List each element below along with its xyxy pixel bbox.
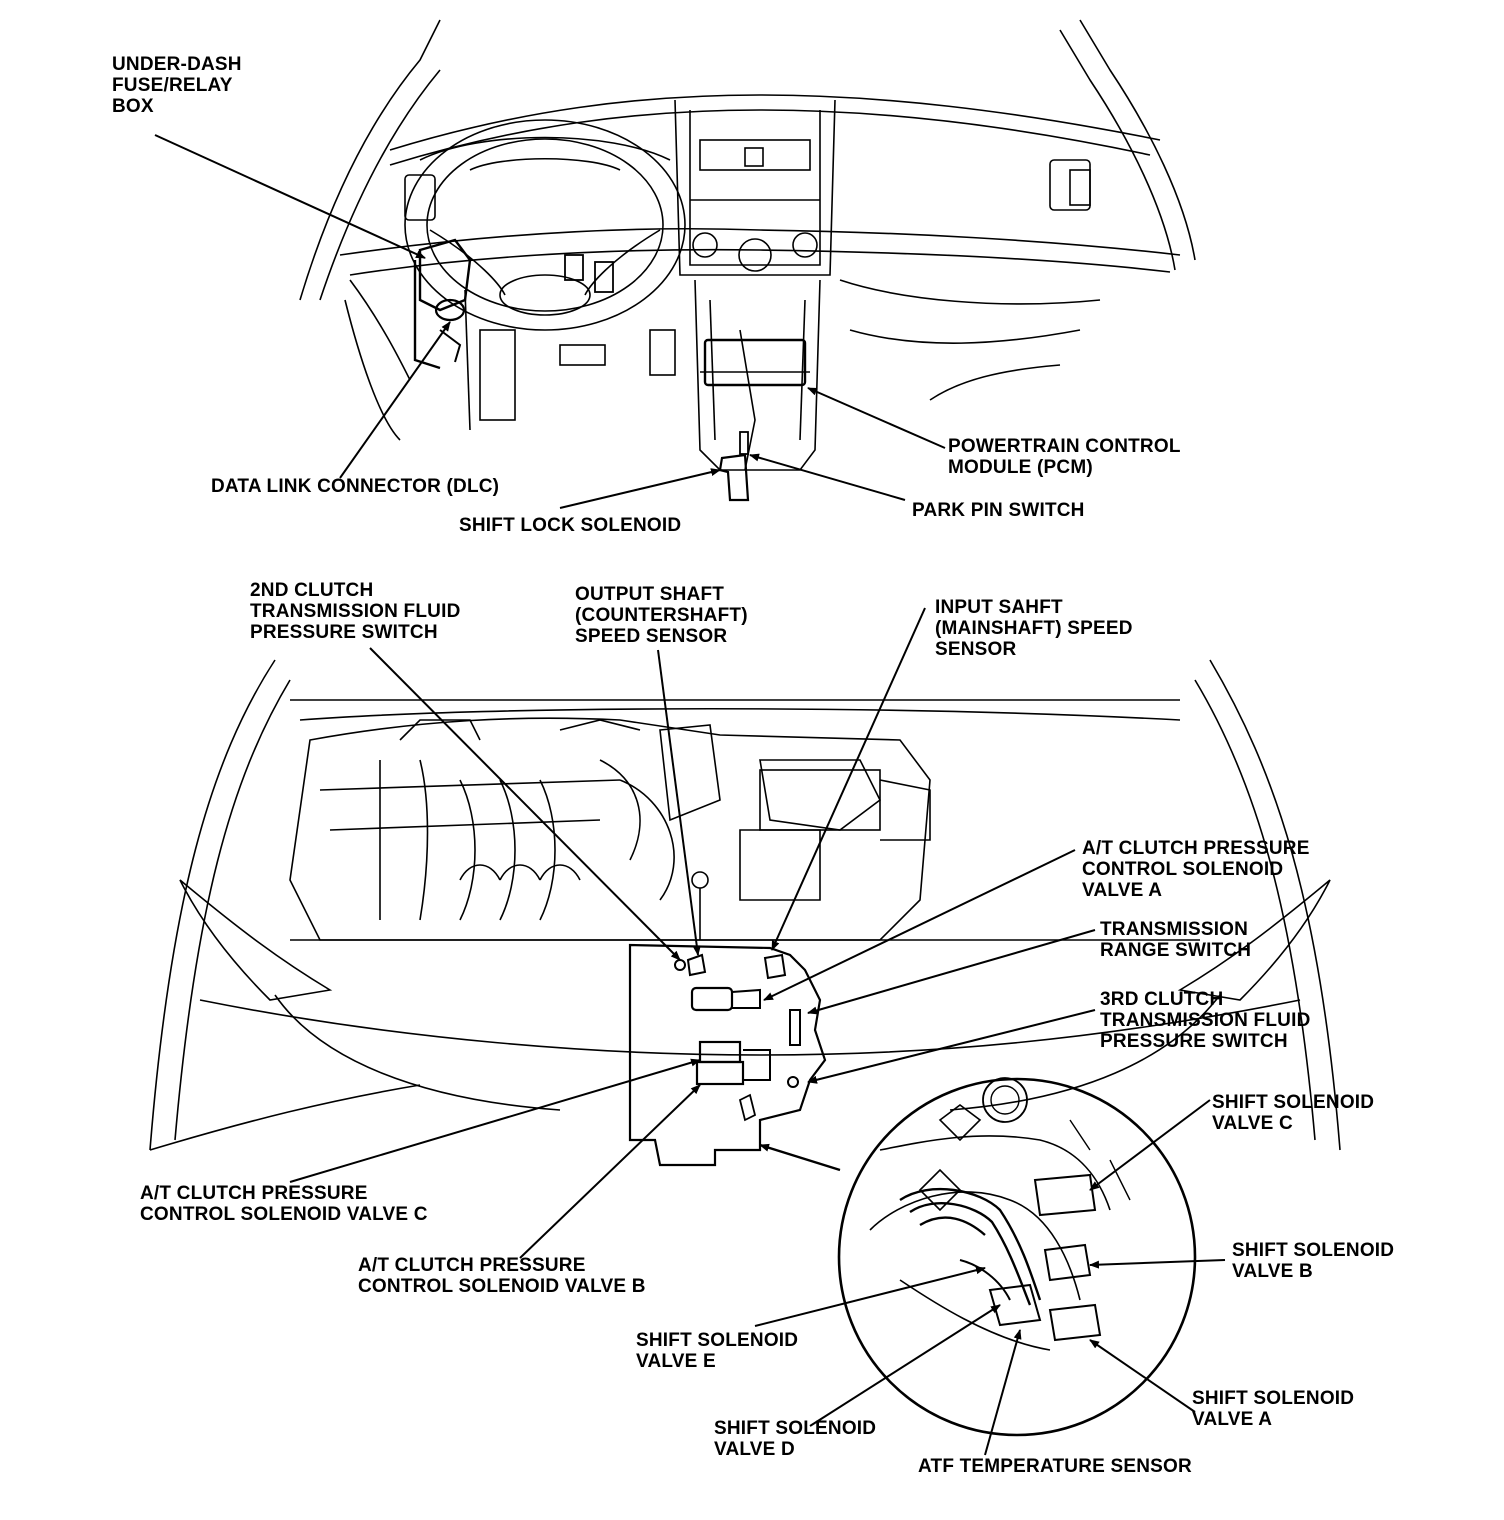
label-line: SHIFT LOCK SOLENOID [459, 515, 682, 536]
label-line: OUTPUT SHAFT [575, 584, 725, 605]
label-line: VALVE A [1192, 1409, 1273, 1430]
leader-second-clutch-switch [369, 647, 681, 961]
leader-pcm [807, 387, 946, 449]
label-shift-solenoid-d: SHIFT SOLENOID VALVE D [714, 1418, 876, 1460]
leader-shift-solenoid-d [809, 1304, 1001, 1427]
label-line: VALVE D [714, 1439, 795, 1460]
label-input-shaft-sensor: INPUT SAHFT (MAINSHAFT) SPEED SENSOR [935, 597, 1133, 660]
detail-callout-arrow [759, 1143, 841, 1172]
label-line: MODULE (PCM) [948, 457, 1093, 478]
leader-shift-solenoid-c [1089, 1099, 1211, 1191]
label-line: A/T CLUTCH PRESSURE [140, 1183, 368, 1204]
label-line: SHIFT SOLENOID [636, 1330, 799, 1351]
label-line: (MAINSHAFT) SPEED [935, 618, 1133, 639]
leader-transmission-range-switch [807, 929, 1096, 1015]
label-line: VALVE B [1232, 1261, 1313, 1282]
label-line: VALVE E [636, 1351, 716, 1372]
leader-output-shaft-sensor [657, 649, 701, 956]
label-line: UNDER-DASH [112, 54, 242, 75]
label-line: CONTROL SOLENOID [1082, 859, 1284, 880]
label-line: (COUNTERSHAFT) [575, 605, 748, 626]
label-line: POWERTRAIN CONTROL [948, 436, 1181, 457]
label-shift-solenoid-c: SHIFT SOLENOID VALVE C [1212, 1092, 1374, 1134]
label-line: TRANSMISSION [1100, 919, 1249, 940]
leader-lines [154, 134, 1226, 1456]
label-atf-temp-sensor: ATF TEMPERATURE SENSOR [918, 1456, 1192, 1477]
label-line: ATF TEMPERATURE SENSOR [918, 1456, 1192, 1477]
label-at-clutch-valve-b: A/T CLUTCH PRESSURE CONTROL SOLENOID VAL… [358, 1255, 646, 1297]
leader-under-dash-fuse-box [154, 134, 426, 259]
label-third-clutch-switch: 3RD CLUTCH TRANSMISSION FLUID PRESSURE S… [1100, 989, 1311, 1052]
label-under-dash-fuse-box: UNDER-DASH FUSE/RELAY BOX [112, 54, 242, 117]
label-line: TRANSMISSION FLUID [250, 601, 461, 622]
label-line: SHIFT SOLENOID [1212, 1092, 1375, 1113]
leader-atf-temp-sensor [984, 1329, 1022, 1456]
label-shift-lock-solenoid: SHIFT LOCK SOLENOID [459, 515, 681, 536]
label-second-clutch-switch: 2ND CLUTCH TRANSMISSION FLUID PRESSURE S… [250, 580, 461, 643]
label-pcm: POWERTRAIN CONTROL MODULE (PCM) [948, 436, 1181, 478]
label-line: A/T CLUTCH PRESSURE [358, 1255, 586, 1276]
label-transmission-range-switch: TRANSMISSION RANGE SWITCH [1100, 919, 1251, 961]
label-at-clutch-valve-c: A/T CLUTCH PRESSURE CONTROL SOLENOID VAL… [140, 1183, 428, 1225]
label-shift-solenoid-e: SHIFT SOLENOID VALVE E [636, 1330, 798, 1372]
leader-input-shaft-sensor [771, 607, 926, 951]
label-line: VALVE A [1082, 880, 1163, 901]
label-line: SPEED SENSOR [575, 626, 728, 647]
label-line: PARK PIN SWITCH [912, 500, 1085, 521]
engine-bay-illustration [149, 659, 1341, 1167]
label-line: INPUT SAHFT [935, 597, 1063, 618]
label-park-pin-switch: PARK PIN SWITCH [912, 500, 1085, 521]
label-line: SHIFT SOLENOID [1192, 1388, 1355, 1409]
label-line: A/T CLUTCH PRESSURE [1082, 838, 1310, 859]
label-line: FUSE/RELAY [112, 75, 233, 96]
leader-at-clutch-valve-b [519, 1084, 701, 1259]
label-line: 3RD CLUTCH [1100, 989, 1224, 1010]
label-line: VALVE C [1212, 1113, 1293, 1134]
label-output-shaft-sensor: OUTPUT SHAFT (COUNTERSHAFT) SPEED SENSOR [575, 584, 748, 647]
leader-shift-solenoid-b [1089, 1259, 1226, 1269]
label-shift-solenoid-a: SHIFT SOLENOID VALVE A [1192, 1388, 1354, 1430]
label-dlc: DATA LINK CONNECTOR (DLC) [211, 476, 499, 497]
label-at-clutch-valve-a: A/T CLUTCH PRESSURE CONTROL SOLENOID VAL… [1082, 838, 1310, 901]
leader-park-pin-switch [749, 453, 906, 501]
label-line: SHIFT SOLENOID [714, 1418, 877, 1439]
leader-shift-solenoid-e [754, 1266, 986, 1327]
label-line: BOX [112, 96, 154, 117]
label-line: SENSOR [935, 639, 1017, 660]
label-line: RANGE SWITCH [1100, 940, 1252, 961]
label-line: DATA LINK CONNECTOR (DLC) [211, 476, 500, 497]
label-line: SHIFT SOLENOID [1232, 1240, 1395, 1261]
label-line: CONTROL SOLENOID VALVE C [140, 1204, 428, 1225]
label-line: PRESSURE SWITCH [1100, 1031, 1288, 1052]
solenoid-detail-circle [837, 1077, 1197, 1437]
label-shift-solenoid-b: SHIFT SOLENOID VALVE B [1232, 1240, 1394, 1282]
label-line: CONTROL SOLENOID VALVE B [358, 1276, 646, 1297]
leader-at-clutch-valve-c [289, 1058, 701, 1183]
dashboard-illustration [299, 19, 1196, 502]
label-line: PRESSURE SWITCH [250, 622, 438, 643]
leader-shift-lock-solenoid [559, 468, 721, 509]
leader-shift-solenoid-a [1089, 1339, 1196, 1413]
leader-at-clutch-valve-a [763, 849, 1076, 1001]
leader-third-clutch-switch [807, 1009, 1096, 1084]
label-line: 2ND CLUTCH [250, 580, 374, 601]
label-line: TRANSMISSION FLUID [1100, 1010, 1311, 1031]
leader-dlc [339, 321, 451, 479]
